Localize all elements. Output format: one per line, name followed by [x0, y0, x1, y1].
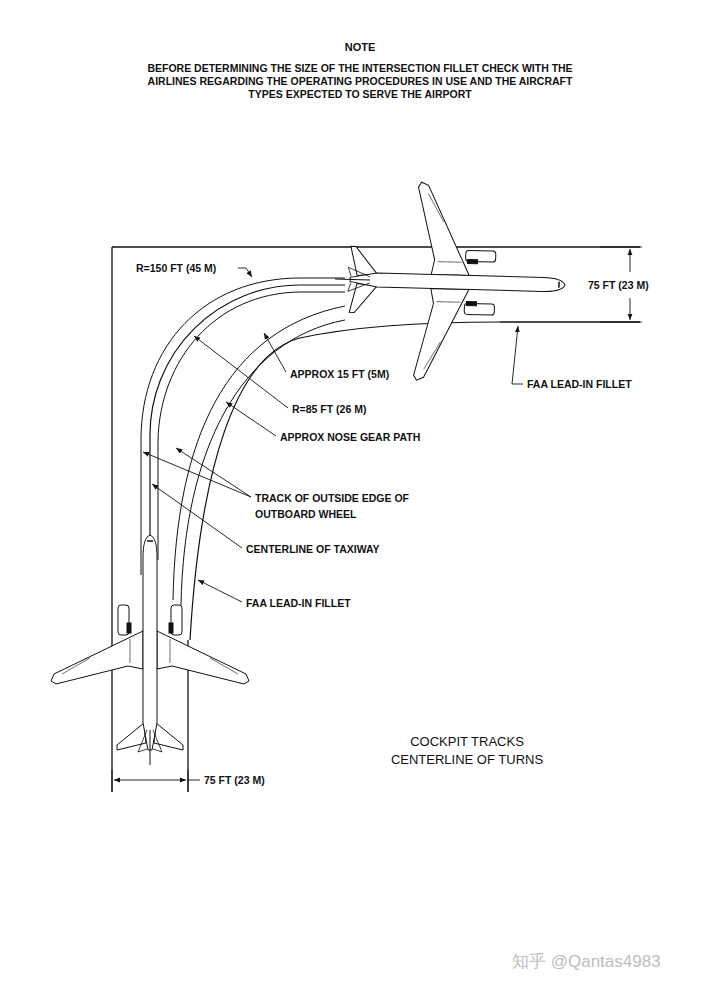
radius-dimension: R=150 FT (45 M) — [136, 261, 216, 275]
track-label: APPROX NOSE GEAR PATH — [280, 430, 420, 444]
fillet-label: FAA LEAD-IN FILLET — [246, 596, 351, 610]
note-heading: NOTE — [345, 40, 376, 54]
taxiway-edges — [112, 247, 640, 792]
width-dimension: 75 FT (23 M) — [585, 278, 652, 292]
dimension-lines — [112, 247, 642, 792]
leader-lines — [143, 268, 523, 602]
radius-dimension: R=85 FT (26 M) — [292, 402, 366, 416]
width-dimension: 75 FT (23 M) — [204, 773, 265, 787]
aircraft-top — [332, 180, 567, 384]
watermark: 知乎 @Qantas4983 — [512, 955, 661, 969]
aircraft-bottom — [51, 535, 249, 765]
offset-dimension: APPROX 15 FT (5M) — [290, 367, 389, 381]
drawing-caption: COCKPIT TRACKS CENTERLINE OF TURNS — [382, 733, 552, 769]
fillet-label: FAA LEAD-IN FILLET — [527, 377, 632, 391]
track-label: TRACK OF OUTSIDE EDGE OF OUTBOARD WHEEL — [255, 490, 420, 522]
centerline-label: CENTERLINE OF TAXIWAY — [246, 542, 380, 556]
note-text: BEFORE DETERMINING THE SIZE OF THE INTER… — [145, 62, 575, 101]
